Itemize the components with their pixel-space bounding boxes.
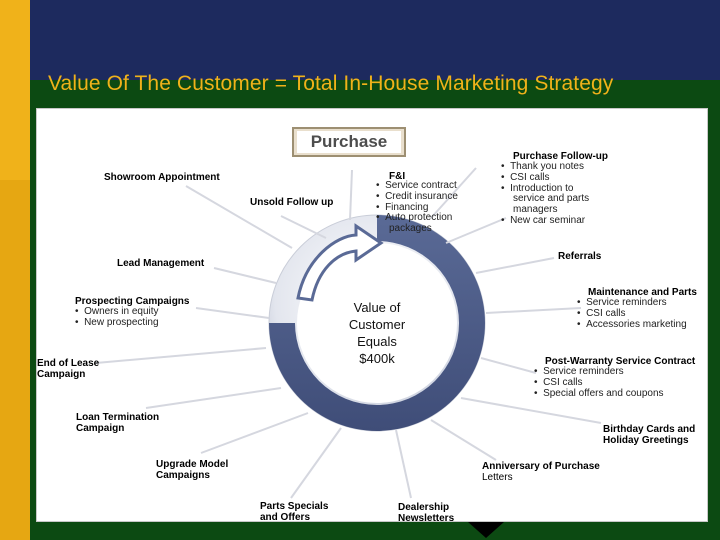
decorative-triangle [468,522,504,538]
followup-item: New car seminar [510,215,585,226]
fi-item: Financing [385,202,428,213]
maintenance-item: Accessories marketing [586,319,687,330]
prospecting-item: New prospecting [84,317,158,328]
fi-item: Service contract [385,180,457,191]
parts-specials-line: and Offers [260,512,328,523]
followup-item: Introduction to [510,183,573,194]
loan-termination-label: Loan Termination Campaign [76,412,159,434]
showroom-label: Showroom Appointment [104,172,220,183]
referrals-label: Referrals [558,251,601,262]
newsletters-label: Dealership Newsletters [398,502,454,524]
followup-item: Thank you notes [510,161,584,172]
post-warranty-item: Service reminders [543,366,624,377]
purchase-followup-list: • Thank you notes • CSI calls • Introduc… [501,162,589,227]
parts-specials-line: Parts Specials [260,501,328,512]
end-of-lease-line: End of Lease [37,358,99,369]
upgrade-model-label: Upgrade Model Campaigns [156,459,228,481]
background-gold-shade [0,180,30,540]
birthday-line: Holiday Greetings [603,435,695,446]
unsold-label: Unsold Follow up [250,197,333,208]
slide-title: Value Of The Customer = Total In-House M… [48,72,613,96]
fi-list: • Service contract • Credit insurance • … [376,181,458,235]
maintenance-item: Service reminders [586,297,667,308]
anniversary-sub: Letters [482,472,513,483]
post-warranty-list: • Service reminders • CSI calls • Specia… [534,367,664,399]
end-of-lease-line: Campaign [37,369,99,380]
purchase-label: Purchase [297,131,401,153]
maintenance-item: CSI calls [586,308,625,319]
prospecting-list: • Owners in equity • New prospecting [75,307,159,329]
post-warranty-item: CSI calls [543,377,582,388]
center-line-4: $400k [330,350,424,367]
anniversary-title: Anniversary of Purchase [482,461,600,472]
loan-termination-line: Campaign [76,423,159,434]
end-of-lease-label: End of Lease Campaign [37,358,99,380]
birthday-line: Birthday Cards and [603,424,695,435]
birthday-label: Birthday Cards and Holiday Greetings [603,424,695,446]
center-value-text: Value of Customer Equals $400k [330,299,424,367]
parts-specials-label: Parts Specials and Offers [260,501,328,523]
upgrade-model-line: Upgrade Model [156,459,228,470]
post-warranty-item: Special offers and coupons [543,388,663,399]
newsletters-line: Dealership [398,502,454,513]
fi-item: packages [376,224,458,235]
fi-item: Credit insurance [385,191,458,202]
background-navy [30,0,720,80]
followup-item: CSI calls [510,172,549,183]
lead-management-label: Lead Management [117,258,204,269]
center-line-3: Equals [330,333,424,350]
maintenance-list: • Service reminders • CSI calls • Access… [577,298,687,330]
newsletters-line: Newsletters [398,513,454,524]
fi-item: Auto protection [385,212,452,223]
prospecting-item: Owners in equity [84,306,158,317]
upgrade-model-line: Campaigns [156,470,228,481]
center-line-1: Value of [330,299,424,316]
center-line-2: Customer [330,316,424,333]
loan-termination-line: Loan Termination [76,412,159,423]
